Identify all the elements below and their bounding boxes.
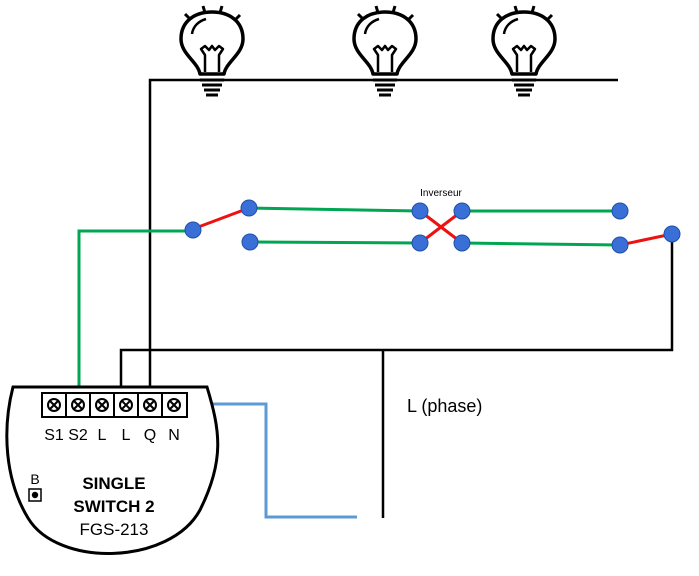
terminal-label-s1: S1 bbox=[44, 427, 64, 444]
terminal-label-l2: L bbox=[122, 427, 131, 444]
inverter-label: Inverseur bbox=[420, 188, 462, 199]
black-wires bbox=[119, 78, 674, 518]
switch-terminals bbox=[184, 199, 681, 254]
button-label: B bbox=[30, 471, 39, 487]
terminal-block bbox=[41, 392, 188, 418]
module-model: FGS-213 bbox=[80, 520, 149, 539]
light-bulb-icon bbox=[352, 4, 418, 97]
phase-label: L (phase) bbox=[407, 396, 482, 416]
green-wires bbox=[77, 206, 621, 387]
terminal-label-n: N bbox=[168, 427, 180, 444]
terminal-label-q: Q bbox=[144, 427, 156, 444]
module-name-line2: SWITCH 2 bbox=[73, 497, 154, 516]
module-b-button: B bbox=[28, 471, 42, 502]
light-bulb-icon bbox=[491, 4, 557, 97]
terminal-labels: S1 S2 L L Q N bbox=[44, 427, 180, 444]
blue-wire bbox=[173, 402, 357, 519]
terminal-label-s2: S2 bbox=[68, 427, 88, 444]
light-bulb-icon bbox=[179, 4, 245, 97]
terminal-label-l1: L bbox=[98, 427, 107, 444]
switch-contacts bbox=[192, 206, 673, 247]
module-name-line1: SINGLE bbox=[82, 474, 145, 493]
module-body bbox=[5, 385, 220, 555]
